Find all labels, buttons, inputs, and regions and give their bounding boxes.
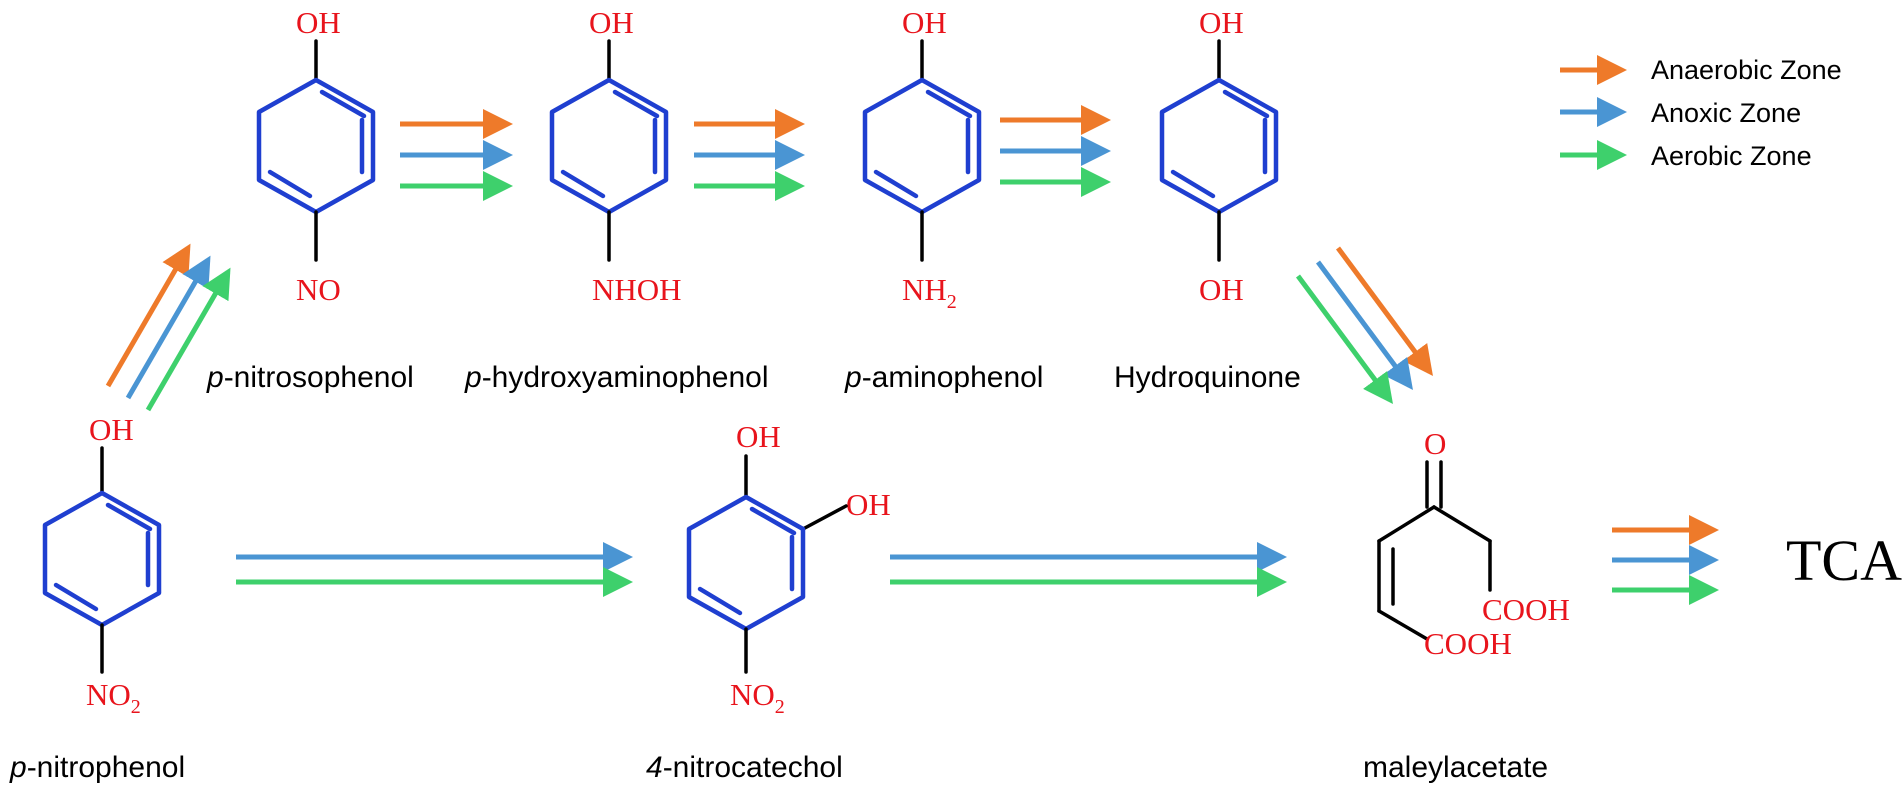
arrows-nitrophenol-to-nitrosophenol [105, 243, 231, 412]
nitrocatechol-side-group: OH [846, 487, 891, 522]
arrow-anaerobic [105, 243, 191, 388]
nitrocatechol-name: 4-nitrocatechol [646, 751, 843, 784]
compound-nitrocatechol: OH OH NO2 4-nitrocatechol [646, 419, 891, 784]
hydroquinone-ring [1159, 77, 1279, 215]
nitrophenol-name: p-nitrophenol [9, 751, 185, 784]
legend-anoxic-label: Anoxic Zone [1651, 98, 1801, 128]
arrows-nitrophenol-to-nitrocatechol [236, 542, 633, 597]
arrows-aminophenol-to-hydroquinone [1000, 105, 1111, 197]
compound-hydroquinone: OH OH Hydroquinone [1114, 5, 1301, 394]
arrows-hydroquinone-to-maleylacetate [1295, 246, 1433, 405]
nitrocatechol-top-group: OH [736, 419, 781, 454]
arrows-nitrocatechol-to-maleylacetate [890, 542, 1287, 597]
aminophenol-ring [862, 77, 982, 215]
maleylacetate-acid-right: COOH [1482, 592, 1570, 627]
hydroquinone-bottom-group: OH [1199, 272, 1244, 307]
hydroxyaminophenol-name: p-hydroxyaminophenol [464, 361, 769, 394]
nitrophenol-bottom-group: NO2 [86, 677, 141, 718]
arrows-nitrosophenol-to-hydroxyaminophenol [400, 109, 513, 201]
hydroquinone-name: Hydroquinone [1114, 361, 1301, 394]
arrow-aerobic [1295, 274, 1393, 405]
compound-nitrophenol: OH NO2 p-nitrophenol [9, 412, 185, 784]
compound-maleylacetate: O COOH COOH maleylacetate [1363, 426, 1570, 784]
aminophenol-name: p-aminophenol [844, 361, 1043, 394]
tca-product: TCA [1786, 528, 1902, 593]
arrow-anoxic [1315, 260, 1413, 391]
nitrophenol-ring [42, 490, 162, 628]
nitrophenol-top-group: OH [89, 412, 134, 447]
hydroxyaminophenol-ring [549, 77, 669, 215]
aminophenol-top-group: OH [902, 5, 947, 40]
legend-anaerobic-label: Anaerobic Zone [1651, 55, 1842, 85]
arrows-hydroxyaminophenol-to-aminophenol [694, 109, 805, 201]
legend: Anaerobic Zone Anoxic Zone Aerobic Zone [1560, 55, 1842, 171]
hydroxyaminophenol-top-group: OH [589, 5, 634, 40]
compound-hydroxyaminophenol: OH NHOH p-hydroxyaminophenol [464, 5, 769, 394]
arrow-anoxic [125, 255, 211, 400]
arrow-aerobic [145, 267, 231, 412]
arrow-anaerobic [1335, 246, 1433, 377]
maleylacetate-name: maleylacetate [1363, 751, 1548, 784]
nitrosophenol-bottom-group: NO [296, 272, 341, 307]
maleylacetate-acid-left: COOH [1424, 626, 1512, 661]
nitrocatechol-ring [686, 494, 806, 632]
legend-aerobic-label: Aerobic Zone [1651, 141, 1812, 171]
nitrosophenol-ring [256, 77, 376, 215]
compound-nitrosophenol: OH NO p-nitrosophenol [206, 5, 414, 394]
nitrosophenol-name: p-nitrosophenol [206, 361, 414, 394]
hydroxyaminophenol-bottom-group: NHOH [592, 272, 682, 307]
nitrosophenol-top-group: OH [296, 5, 341, 40]
maleylacetate-oxygen: O [1424, 426, 1446, 461]
aminophenol-bottom-group: NH2 [902, 272, 957, 313]
arrows-maleylacetate-to-tca [1612, 515, 1719, 605]
hydroquinone-top-group: OH [1199, 5, 1244, 40]
compound-aminophenol: OH NH2 p-aminophenol [844, 5, 1043, 394]
nitrocatechol-bottom-group: NO2 [730, 677, 785, 718]
